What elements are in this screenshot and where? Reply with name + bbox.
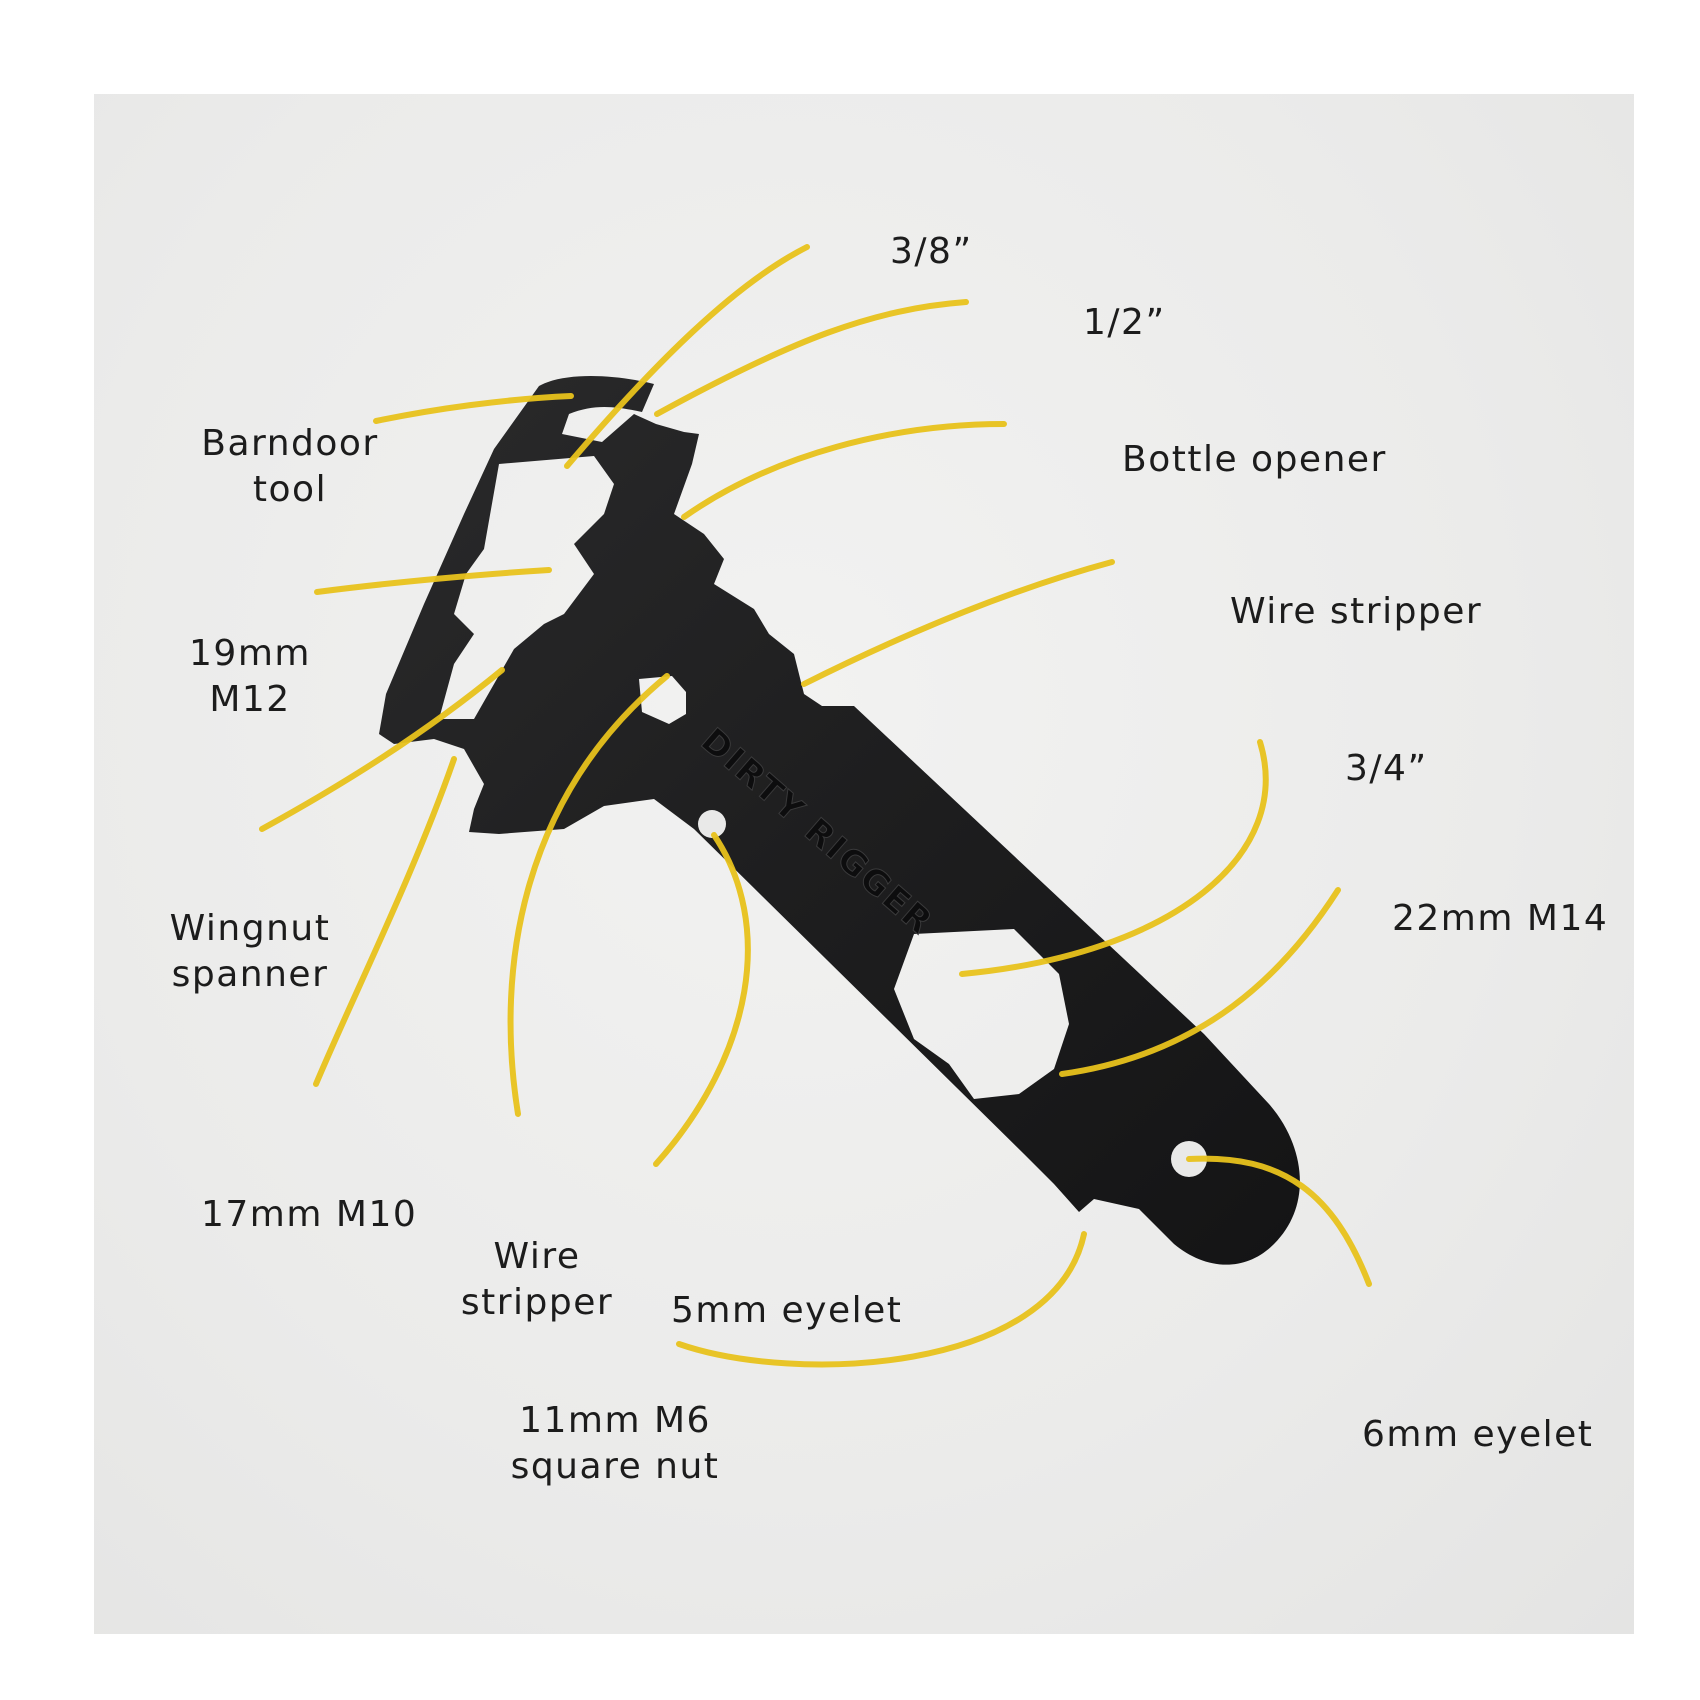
label-wire-stripper: Wire stripper [447,1234,627,1326]
label-wire-stripper-right: Wire stripper [1230,591,1483,632]
label-m6-line1: 11mm M6 [519,1400,711,1441]
label-3-8: 3/8” [890,231,973,272]
callout-line-19mm [314,567,552,595]
label-m6-line2: square nut [510,1446,720,1487]
label-6mm-eyelet: 6mm eyelet [1362,1414,1594,1455]
callout-line-wire-stripper-right [801,559,1115,687]
label-17mm-m10: 17mm M10 [201,1194,418,1235]
product-diagram-panel: DIRTY RIGGER [94,94,1634,1634]
label-wire-stripper-line2: stripper [460,1282,614,1323]
label-22mm-m14: 22mm M14 [1392,898,1609,939]
label-wire-stripper-line1: Wire [493,1236,581,1277]
callout-line-wingnut [259,667,505,832]
callout-line-1-2 [654,299,969,417]
label-19mm-line1: 19mm [189,633,311,674]
label-19mm-m12: 19mm M12 [165,631,335,723]
label-bottle-opener: Bottle opener [1122,439,1387,480]
callout-line-17mm [313,756,457,1087]
multitool-body [379,376,1300,1265]
callout-line-3-8 [564,244,810,469]
callout-line-wire-stripper [507,673,670,1117]
tool-illustration: DIRTY RIGGER [259,244,1372,1368]
label-barndoor-tool: Barndoor tool [180,421,400,513]
label-barndoor-line2: tool [252,469,328,510]
eyelet-5mm-hole [698,810,726,838]
label-1-2: 1/2” [1083,302,1166,343]
label-wingnut-spanner: Wingnut spanner [155,906,345,998]
callout-line-22mm [1059,887,1341,1077]
callout-line-m6 [676,1231,1087,1368]
label-11mm-m6-square-nut: 11mm M6 square nut [500,1398,730,1490]
label-5mm-eyelet: 5mm eyelet [671,1290,903,1331]
callout-line-barndoor [373,393,574,424]
label-3-4: 3/4” [1345,748,1428,789]
label-wingnut-line2: spanner [171,954,329,995]
callout-line-bottle-opener [681,421,1007,520]
label-19mm-line2: M12 [209,679,291,720]
callout-line-5mm-eyelet [653,832,751,1167]
callout-line-6mm-eyelet [1186,1155,1372,1287]
label-wingnut-line1: Wingnut [169,908,331,949]
label-barndoor-line1: Barndoor [201,423,379,464]
callout-line-3-4 [959,739,1269,977]
